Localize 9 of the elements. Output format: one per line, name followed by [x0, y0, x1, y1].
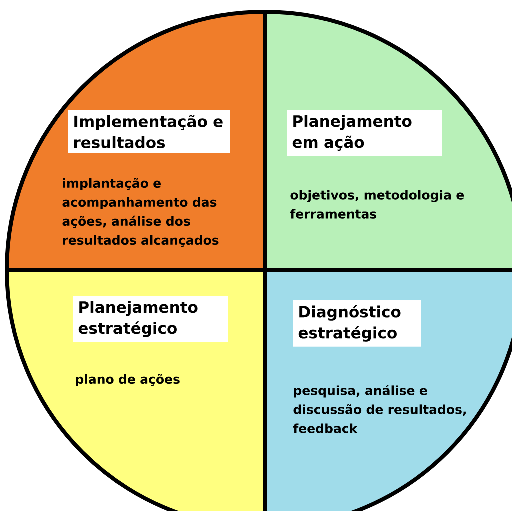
quadrant-description: plano de ações [76, 374, 180, 386]
quadrant-heading: Diagnóstico estratégico [293, 300, 422, 347]
quadrant-heading: Planejamento estratégico [73, 296, 228, 342]
quadrant-heading: Planejamento em ação [287, 110, 442, 156]
quadrant-description: pesquisa, análise e discussão de resultados, feedback [293, 385, 466, 434]
quadrant-description: implantação e acompanhamento das ações, análise dos resultados alcançados [62, 178, 219, 248]
quadrant-heading: Implementação e resultados [68, 110, 230, 154]
quadrant-description: objetivos, metodologia e ferramentas [290, 190, 464, 219]
quadrant [265, 270, 512, 511]
